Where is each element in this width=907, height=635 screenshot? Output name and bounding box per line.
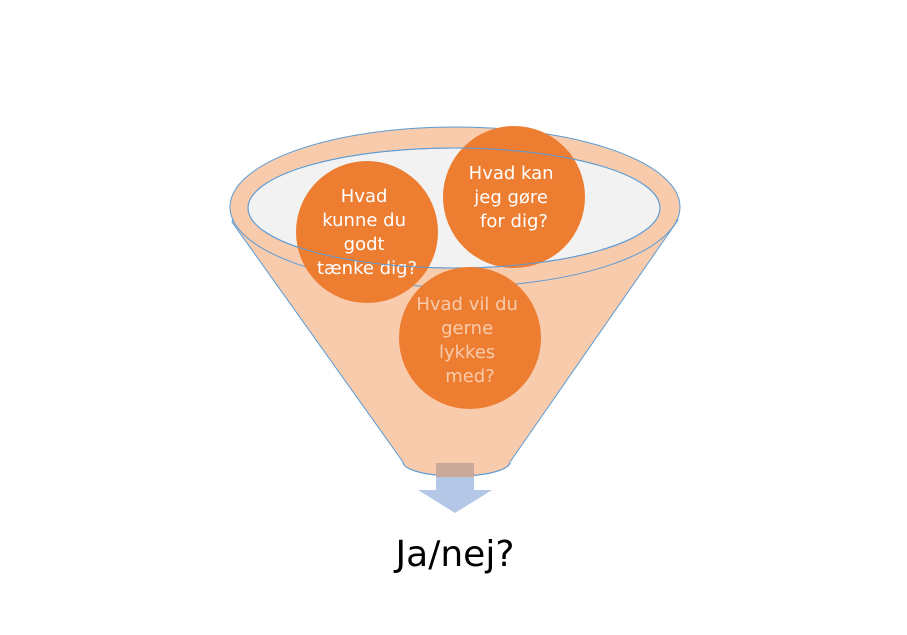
circle-3: Hvad vil du gerne lykkes med? (399, 267, 541, 409)
down-arrow-icon (418, 463, 492, 513)
circle-2: Hvad kan jeg gøre for dig? (443, 126, 585, 268)
circle-3-line: med? (445, 366, 495, 387)
result-text: Ja/nej? (394, 534, 515, 575)
circle-2-line: Hvad kan (469, 163, 554, 184)
circle-3-line: gerne (441, 318, 493, 339)
circle-2-text: Hvad kan jeg gøre for dig? (469, 163, 560, 232)
circle-1: Hvad kunne du godt tænke dig? (296, 161, 438, 303)
circle-2-line: for dig? (480, 211, 548, 232)
funnel-opening-outline (247, 147, 661, 269)
circle-2-line: jeg gøre (473, 187, 548, 208)
circle-3-line: lykkes (439, 342, 495, 363)
circle-1-text: Hvad kunne du godt tænke dig? (317, 186, 417, 279)
circle-1-line: tænke dig? (317, 258, 417, 279)
circle-1-line: godt (344, 234, 385, 255)
circle-3-text: Hvad vil du gerne lykkes med? (416, 294, 523, 387)
circle-3-line: Hvad vil du (416, 294, 518, 315)
circle-1-line: Hvad (341, 186, 388, 207)
circle-1-line: kunne du (322, 210, 406, 231)
